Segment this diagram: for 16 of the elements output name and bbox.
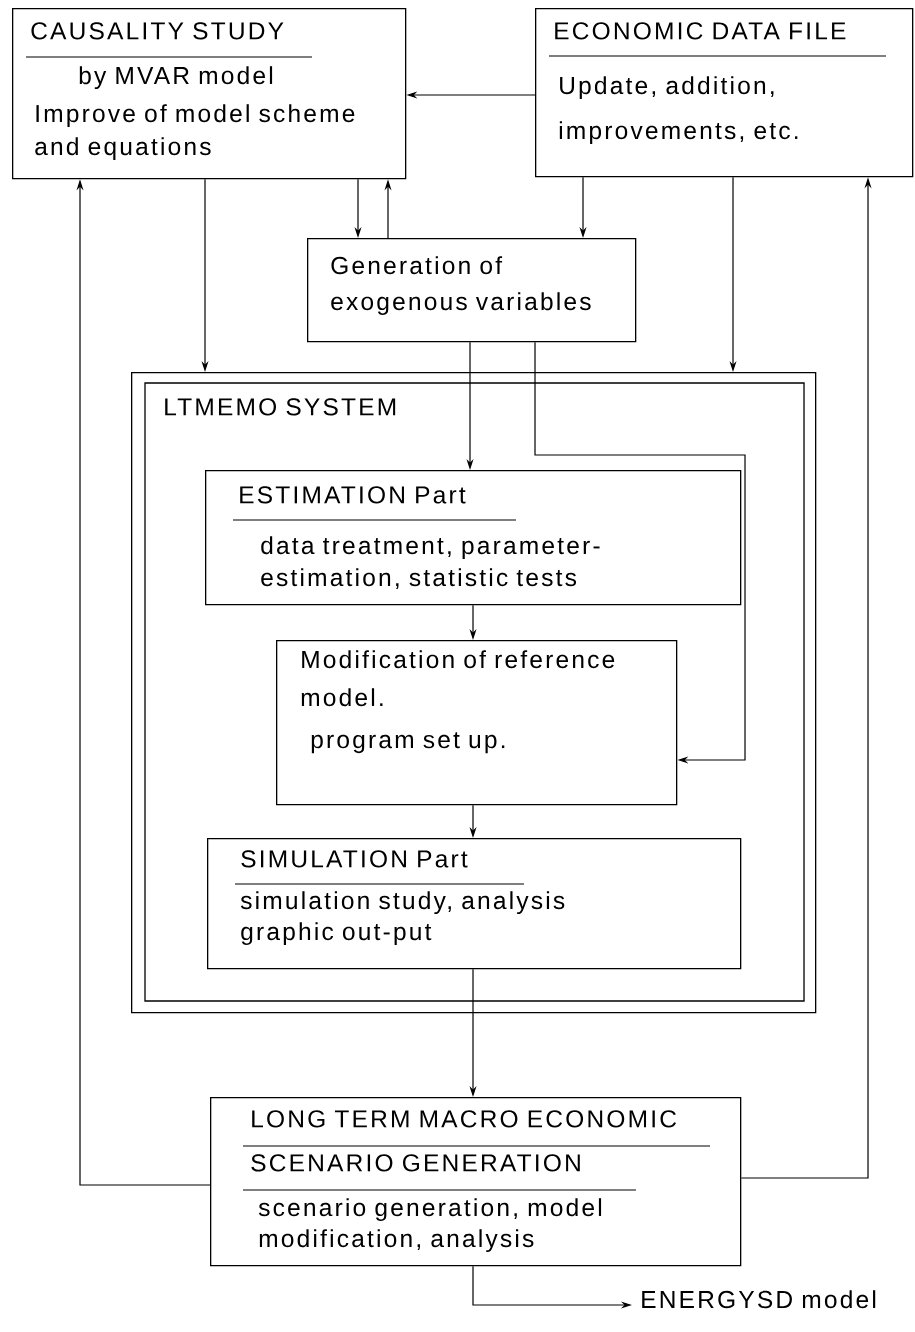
box-text: simulation study, analysis graphic out-put bbox=[240, 891, 565, 946]
heading: ESTIMATION Part bbox=[232, 486, 517, 521]
box-text: Update, addition, improvements, etc. bbox=[559, 76, 798, 145]
box-text: Improve of model scheme and equations bbox=[35, 104, 355, 161]
box-text: by MVAR model bbox=[79, 66, 273, 90]
heading: LTMEMO SYSTEM bbox=[165, 398, 396, 416]
heading: CAUSALITY STUDY bbox=[25, 22, 313, 58]
end-label: ENERGYSD model bbox=[642, 1290, 876, 1309]
arrow bbox=[534, 341, 746, 764]
box-text: program set up. bbox=[311, 732, 505, 754]
box-text: scenario generation, model modification, analysis bbox=[258, 1198, 602, 1253]
heading: SIMULATION Part bbox=[234, 850, 525, 885]
box-text: Modification of reference model. bbox=[301, 650, 615, 707]
box-text: data treatment, parameter-estimation, statistic tests bbox=[261, 536, 600, 590]
heading: ECONOMIC DATA FILE bbox=[548, 22, 887, 57]
box-text: Generation of exogenous variables bbox=[331, 256, 591, 316]
